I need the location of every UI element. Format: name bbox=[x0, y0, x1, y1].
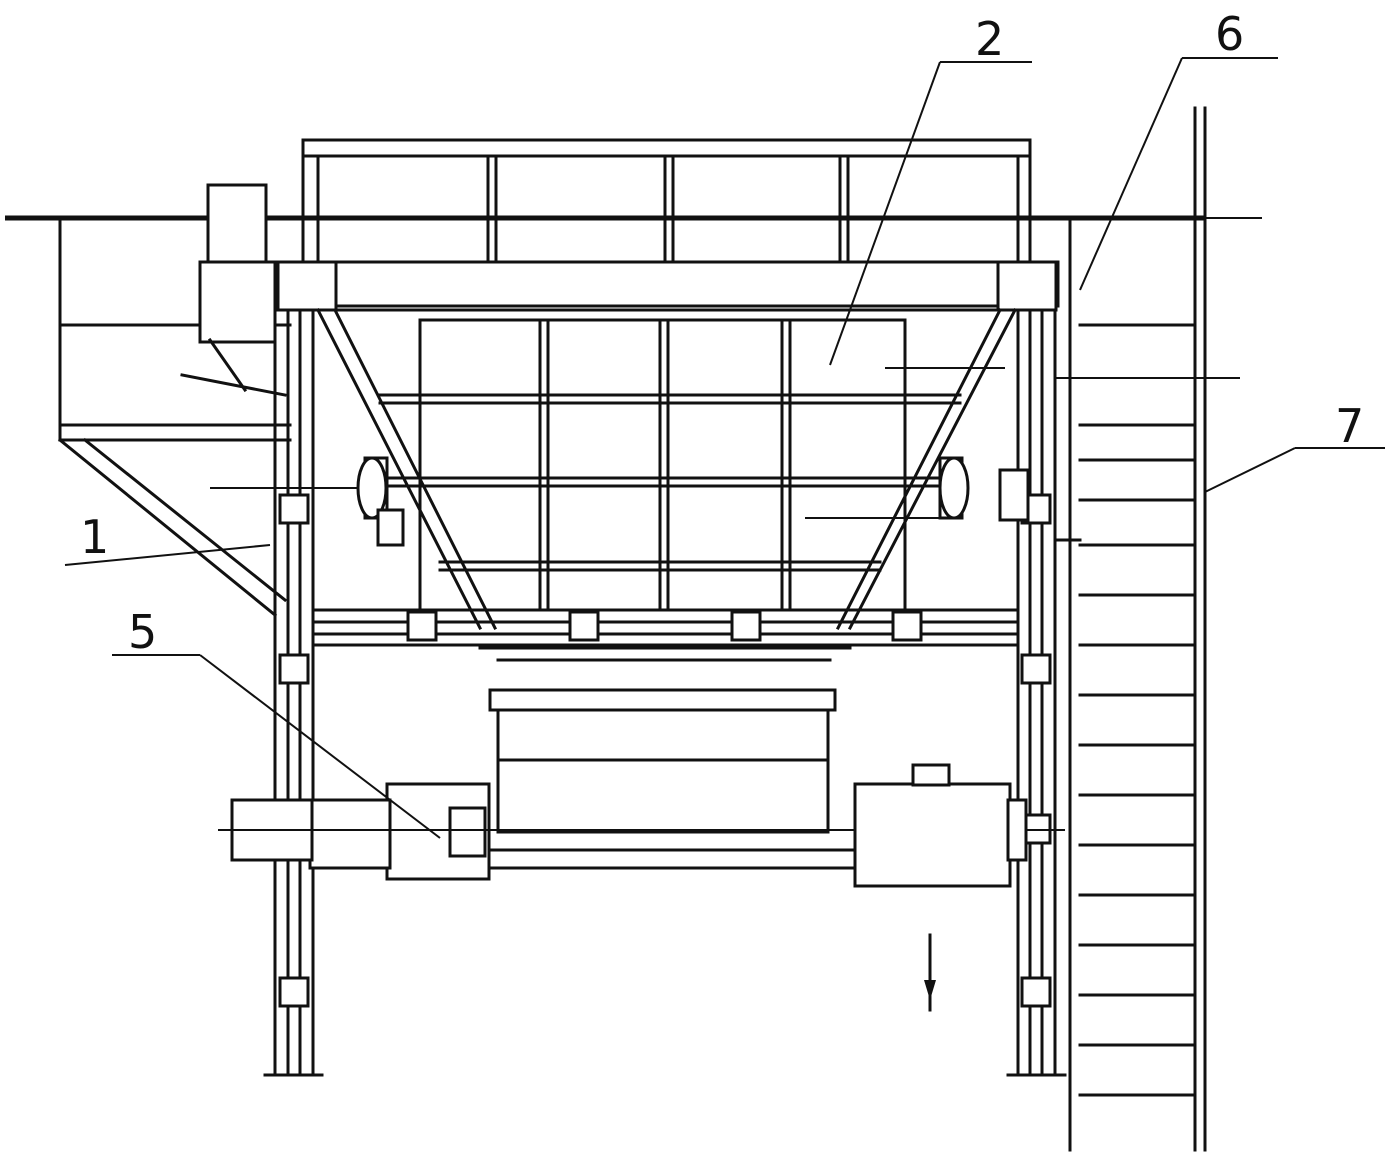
hopper-frame bbox=[276, 260, 1060, 631]
cross-beam bbox=[311, 608, 1020, 647]
callout-7: 7 bbox=[1335, 399, 1364, 453]
top-railing bbox=[301, 138, 1032, 262]
ladder bbox=[1056, 106, 1207, 1152]
leader-lines bbox=[64, 57, 1385, 839]
flow-arrow bbox=[924, 933, 936, 1012]
hopper-grid bbox=[210, 318, 1240, 612]
bearing-housing bbox=[853, 763, 1028, 888]
left-column bbox=[263, 308, 324, 1077]
left-platform bbox=[57, 183, 292, 618]
drive-motor bbox=[218, 782, 1065, 881]
callout-2: 2 bbox=[975, 12, 1004, 66]
callout-6: 6 bbox=[1215, 7, 1244, 61]
callout-labels: 1 2 5 6 7 bbox=[80, 7, 1364, 659]
callout-1: 1 bbox=[80, 510, 109, 564]
right-column bbox=[1006, 308, 1067, 1077]
callout-5: 5 bbox=[128, 605, 157, 659]
discharge-drum bbox=[478, 646, 857, 870]
gate-cylinders bbox=[356, 456, 1030, 547]
